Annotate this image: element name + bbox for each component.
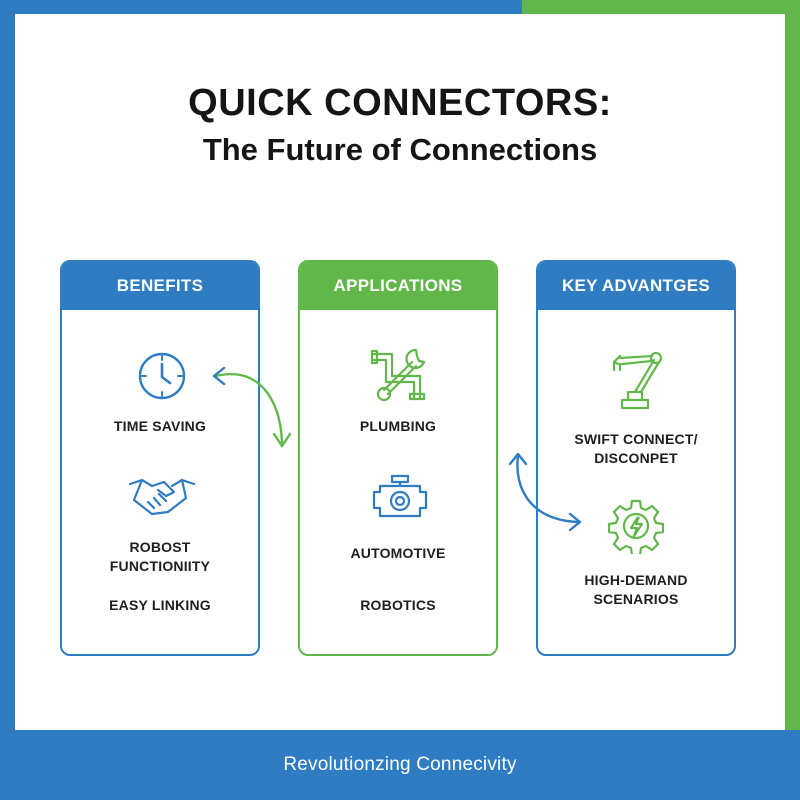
high-demand-label: HIGH-DEMAND SCENARIOS: [584, 572, 688, 607]
benefits-header: BENEFITS: [62, 262, 258, 310]
time-saving-label: TIME SAVING: [113, 418, 207, 434]
key-advantages-header: KEY ADVANTGES: [538, 262, 734, 310]
benefits-applications-arrow: [212, 366, 292, 448]
handshake-icon: [128, 472, 196, 520]
right-accent-bar: [785, 0, 800, 800]
gear-bolt-icon: [608, 498, 664, 554]
footer-banner: Revolutionzing Connecivity: [0, 730, 800, 800]
applications-advantages-arrow: [508, 452, 582, 532]
applications-header: APPLICATIONS: [300, 262, 496, 310]
robot-arm-icon: [604, 348, 668, 412]
footer-tagline: Revolutionzing Connecivity: [283, 754, 517, 775]
robotics-label: ROBOTICS: [360, 597, 436, 613]
easy-linking-label: EASY LINKING: [109, 597, 211, 613]
top-accent-bar-blue: [0, 0, 522, 14]
swift-connect-label: SWIFT CONNECT/ DISCONPET: [574, 431, 698, 466]
page-subtitle: The Future of Connections: [202, 132, 598, 167]
plumbing-label: PLUMBING: [359, 418, 437, 434]
clock-icon: [136, 350, 188, 402]
pipe-wrench-icon: [370, 346, 428, 404]
left-accent-bar: [0, 0, 15, 800]
key-advantages-card: KEY ADVANTGES SWIFT CONNECT/ DISCONPET: [536, 260, 736, 656]
top-accent-bar-green: [522, 0, 800, 14]
automotive-label: AUTOMOTIVE: [350, 545, 446, 561]
robust-functionality-label: ROBOST FUNCTIONIITY: [109, 539, 211, 574]
engine-icon: [370, 472, 430, 524]
page-title: QUICK CONNECTORS:: [188, 82, 612, 124]
applications-card: APPLICATIONS PLUMBING: [298, 260, 498, 656]
benefits-card: BENEFITS TIME SAVING ROBOST FUNCTIONIITY…: [60, 260, 260, 656]
